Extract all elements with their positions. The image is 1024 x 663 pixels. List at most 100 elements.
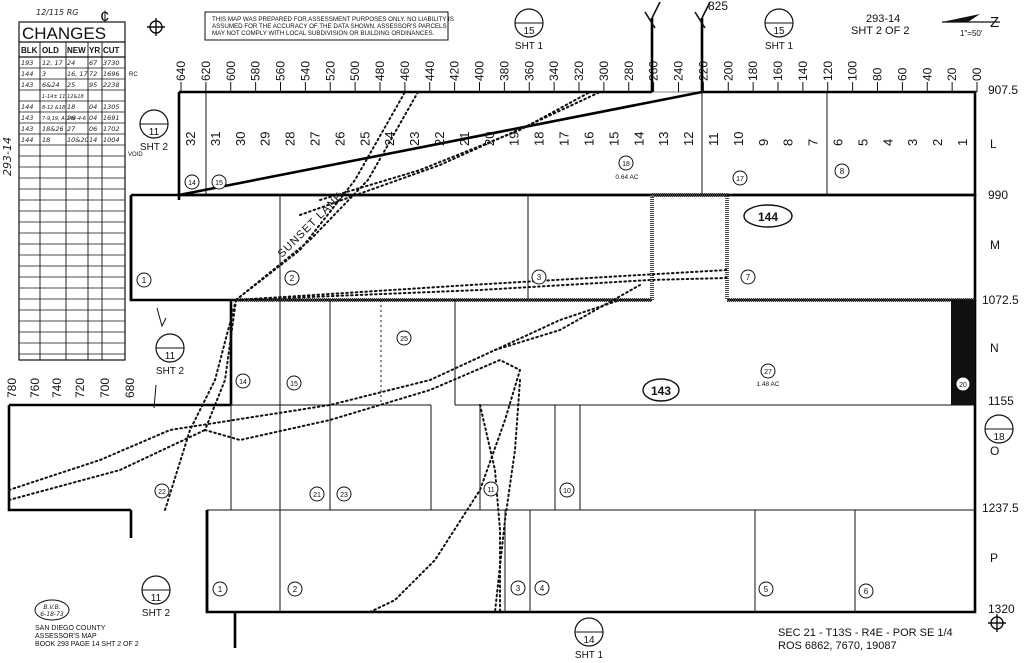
lot-number: 12 — [681, 132, 696, 146]
changes-cell: 143 — [21, 114, 33, 122]
sheet-ref-number: 11 — [165, 351, 176, 362]
stamp-line: B.V.B. — [43, 604, 60, 611]
parcel-circle — [531, 269, 547, 285]
changes-cell: 1691 — [103, 114, 120, 122]
parcel-area: 1.48 AC — [756, 381, 779, 388]
changes-cell: 1004 — [103, 136, 120, 144]
lot-number: 13 — [656, 132, 671, 146]
parcel-circle — [732, 170, 748, 186]
parcel-circle — [336, 486, 352, 502]
parcel-number: 14 — [188, 180, 196, 187]
ruler-top-label: 520 — [323, 61, 337, 81]
changes-cell: 06 — [89, 125, 97, 133]
ruler-top-label: 80 — [871, 67, 885, 81]
parcel-circle — [396, 330, 412, 346]
ruler-top-label: 440 — [423, 61, 437, 81]
changes-cell: 144 — [21, 103, 33, 111]
ruler-top-label: 560 — [274, 61, 288, 81]
disclaimer-line: MAY NOT COMPLY WITH LOCAL SUBDIVISION OR… — [212, 30, 435, 37]
lot-number: 1 — [955, 139, 970, 146]
parcel-number: 20 — [959, 382, 967, 389]
lot-number: 20 — [482, 132, 497, 146]
changes-cell: 1696 — [103, 70, 120, 78]
parcel-circle — [154, 483, 170, 499]
parcel-number: 1 — [218, 585, 223, 594]
ruler-left-label: 780 — [5, 378, 19, 398]
ruler-left-label: 700 — [98, 378, 112, 398]
lot-number: 10 — [731, 132, 746, 146]
changes-cell: 72 — [89, 70, 97, 78]
ruler-right-label: 1072.5 — [982, 293, 1019, 307]
sheet-ref-number: 15 — [523, 26, 535, 37]
changes-cell: 7-9,19, A-144-4-6 — [42, 116, 86, 122]
block-number: 144 — [758, 210, 778, 224]
dotted-roads — [8, 91, 728, 613]
parcel-number: 7 — [746, 273, 751, 282]
void-label: VOID — [128, 152, 143, 158]
ruler-top-label: 320 — [572, 61, 586, 81]
ruler-top-label: 200 — [721, 61, 735, 81]
sheet-label: SHT 2 OF 2 — [851, 25, 909, 37]
lot-number: 28 — [283, 132, 298, 146]
row-letter: P — [990, 551, 998, 565]
parcel-number: 2 — [290, 274, 295, 283]
lot-number: 26 — [332, 132, 347, 146]
ruler-top-label: 420 — [448, 61, 462, 81]
parcel-area: 0.64 AC — [615, 174, 638, 181]
parcel-number: 17 — [736, 176, 744, 183]
ruler-right-label: 1155 — [988, 394, 1014, 408]
map-number: 293-14 — [866, 13, 900, 25]
changes-cell: 3 — [42, 70, 46, 78]
parcel-number: 15 — [215, 180, 223, 187]
changes-cell: 143 — [21, 125, 33, 133]
ruler-right-label: 1237.5 — [982, 501, 1019, 515]
lot-number: 6 — [830, 139, 845, 146]
lot-number: 31 — [208, 132, 223, 146]
parcel-number: 3 — [537, 273, 542, 282]
sheet-ref-label: SHT 1 — [575, 650, 604, 661]
sheet-ref-number: 11 — [149, 127, 160, 138]
changes-cell: 24 — [67, 59, 75, 67]
lot-number: 24 — [382, 132, 397, 146]
ruler-top-label: 340 — [547, 61, 561, 81]
lot-number: 5 — [855, 139, 870, 146]
registration-mark-icon — [988, 614, 1006, 632]
lot-number: 27 — [308, 132, 323, 146]
ruler-top-label: 460 — [398, 61, 412, 81]
ruler-top-label: 300 — [597, 61, 611, 81]
block-144-label: 144 — [743, 204, 793, 228]
parcel-circle — [483, 481, 499, 497]
lot-number: 7 — [806, 139, 821, 146]
ros-label: ROS 6862, 7670, 19087 — [778, 640, 897, 652]
lot-number: 25 — [357, 132, 372, 146]
lot-number: 9 — [756, 139, 771, 146]
parcel-circle — [834, 163, 850, 179]
parcel-circle — [858, 583, 874, 599]
lot-number: 14 — [631, 132, 646, 146]
lot-number: 15 — [606, 132, 621, 146]
parcel-number: 21 — [313, 492, 321, 499]
ruler-top-label: 160 — [771, 61, 785, 81]
parcel-circle — [758, 581, 774, 597]
ruler-top-label: 40 — [920, 67, 934, 81]
ruler-top-label: 600 — [224, 61, 238, 81]
disclaimer-box: THIS MAP WAS PREPARED FOR ASSESSMENT PUR… — [204, 11, 454, 41]
registration-mark-icon — [147, 18, 165, 36]
sheet-ref-number: 18 — [993, 432, 1005, 443]
parcel-number: 2 — [293, 585, 298, 594]
ruler-top-label: 580 — [249, 61, 263, 81]
parcel-circle — [740, 269, 756, 285]
row-letter: O — [990, 444, 999, 458]
ruler-top-label: 480 — [373, 61, 387, 81]
disclaimer-line: THIS MAP WAS PREPARED FOR ASSESSMENT PUR… — [212, 16, 454, 23]
ruler-top-label: 100 — [846, 61, 860, 81]
changes-cell: 04 — [89, 114, 97, 122]
ruler-left-label: 720 — [73, 378, 87, 398]
ruler-right-label: 990 — [988, 188, 1008, 202]
rc-label: RC — [129, 72, 138, 78]
changes-cell: 8-12 &18 — [42, 105, 65, 111]
changes-cell: 1305 — [103, 103, 120, 111]
parcel-circle — [510, 580, 526, 596]
row-letter: L — [990, 137, 997, 151]
